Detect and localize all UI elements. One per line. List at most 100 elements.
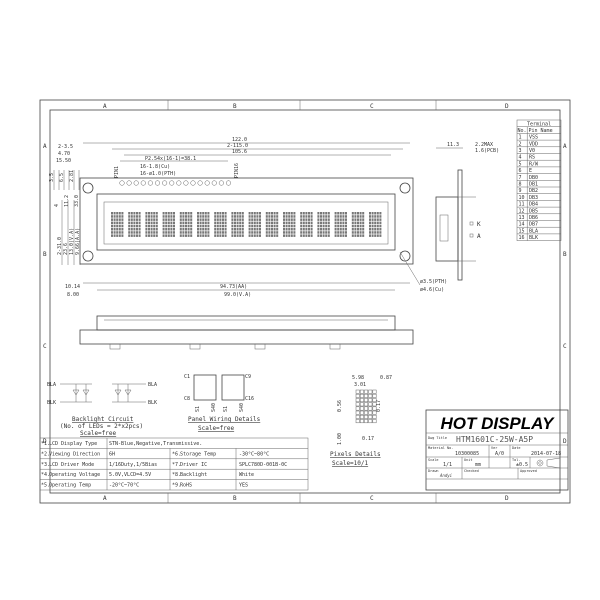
pixel: [113, 221, 116, 225]
character-cell: [145, 212, 158, 237]
pixel: [182, 234, 185, 237]
pixel: [145, 212, 148, 215]
pixel: [293, 218, 296, 221]
pixel: [128, 212, 131, 215]
pixel: [155, 224, 158, 228]
pixel: [339, 228, 342, 231]
pixel: [339, 231, 342, 234]
pixel: [322, 234, 325, 237]
spec-label: Operating Voltage: [49, 472, 100, 478]
pixel: [128, 224, 131, 228]
spec-number: *4.: [41, 472, 50, 478]
pixel: [136, 224, 138, 228]
pixel: [293, 228, 296, 231]
pixel: [300, 215, 303, 218]
pixel: [337, 231, 340, 234]
pixel: [133, 215, 136, 218]
pixel: [162, 212, 165, 215]
pixel: [248, 224, 251, 228]
pixel: [376, 212, 379, 215]
field-label: Date: [512, 446, 520, 450]
pixel: [351, 215, 354, 218]
pixel: [128, 231, 131, 234]
backlight-title: Backlight Circuit: [72, 416, 134, 423]
pixel: [285, 228, 288, 231]
spec-label: RoHS: [180, 483, 192, 489]
pixel: [302, 218, 305, 221]
pin-pad: [218, 180, 224, 186]
pixel: [130, 218, 133, 221]
pin-number: 5: [519, 161, 522, 167]
pixel: [357, 221, 359, 225]
pixel: [113, 224, 116, 228]
pixel: [197, 231, 199, 234]
pixel: [268, 228, 271, 231]
pin-pad: [204, 180, 210, 186]
hole-cu-label: ø4.6(Cu): [420, 287, 444, 293]
pixel: [121, 212, 124, 215]
pin-number: 7: [519, 175, 522, 181]
pixel: [234, 224, 236, 228]
pixel: [138, 212, 141, 215]
pixel: [145, 224, 148, 228]
pixel: [339, 234, 342, 237]
pixel: [259, 224, 261, 228]
pixel: [362, 215, 365, 218]
pixel: [265, 231, 268, 234]
pixel: [202, 218, 205, 221]
pixel: [236, 234, 239, 237]
pixel: [224, 215, 227, 218]
pixel: [153, 231, 156, 234]
pixel: [216, 215, 219, 218]
pixel: [185, 221, 187, 225]
header-cell: No.: [518, 128, 527, 134]
pixel: [133, 224, 136, 228]
pixel: [153, 234, 156, 237]
pixel: [236, 228, 239, 231]
pixel: [241, 215, 244, 218]
pixel: [248, 215, 251, 218]
pixel-scale: Scale=10/1: [332, 460, 369, 467]
spec-value: SPLC780D-001B-0C: [239, 462, 287, 468]
pixel: [364, 410, 369, 415]
pin-pad: [211, 180, 217, 186]
pixel: [372, 398, 377, 403]
pixel: [197, 212, 199, 215]
pixel: [118, 234, 121, 237]
pixel: [285, 212, 288, 215]
pixel: [219, 224, 222, 228]
pixel: [283, 221, 285, 225]
pixel: [197, 215, 199, 218]
pixel: [128, 218, 131, 221]
pixel: [364, 406, 369, 411]
pixel: [320, 234, 322, 237]
dim-label: 3.5: [49, 173, 55, 182]
pixel: [273, 218, 276, 221]
pixel: [285, 221, 288, 225]
pin1-label: PIN1: [114, 166, 120, 178]
viewing-area: [103, 201, 389, 245]
pixel: [182, 218, 185, 221]
pixel: [236, 224, 239, 228]
col-label: D: [505, 103, 509, 110]
pixel: [179, 224, 182, 228]
pin-name: R/W: [529, 161, 539, 167]
pixel: [133, 212, 136, 215]
pixel: [305, 234, 308, 237]
company-logo: HOT DISPLAY: [440, 414, 555, 433]
pixel: [308, 215, 310, 218]
pixel: [325, 221, 328, 225]
pin-pad: [119, 180, 125, 186]
pixel: [372, 402, 377, 407]
pin-number: 11: [519, 202, 525, 208]
dim-label: 99.0(V.A): [224, 292, 251, 298]
frame-column-markers: A B C D A B C D A B C D A B C D: [43, 100, 567, 503]
pixel: [293, 215, 296, 218]
pixel: [116, 234, 119, 237]
pixel: [256, 224, 259, 228]
pixel: [342, 221, 345, 225]
col-label: A: [103, 495, 107, 502]
pixel: [231, 212, 234, 215]
pixel: [148, 231, 150, 234]
pixel: [310, 215, 313, 218]
